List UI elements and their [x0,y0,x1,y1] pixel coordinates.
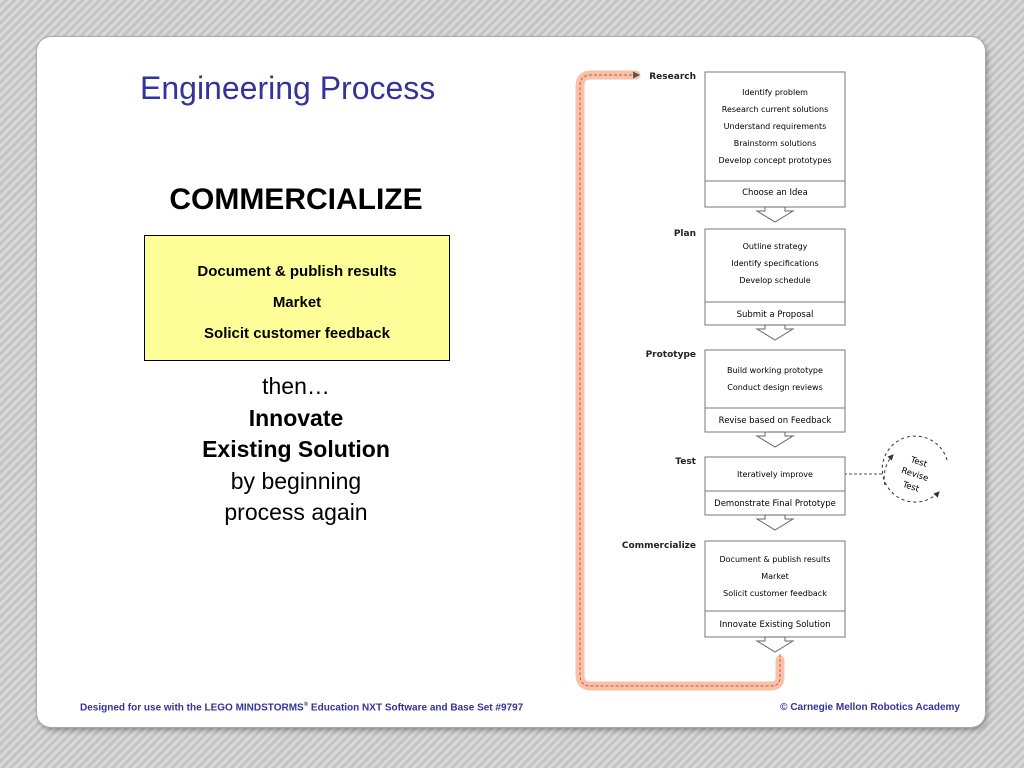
stage-summary-box: Document & publish results Market Solici… [144,235,450,361]
stage-gate-label: Submit a Proposal [737,310,814,320]
stage-gate-label: Demonstrate Final Prototype [714,499,836,509]
footer-credit-text: Designed for use with the LEGO MINDSTORM… [80,702,304,714]
stage-item: Solicit customer feedback [204,325,390,342]
stage-item: Identify specifications [731,259,818,268]
test-loop-label: Test [900,480,921,495]
slide-title: Engineering Process [140,70,436,106]
stage-item: Document & publish results [197,263,397,280]
stage-label-prototype: Prototype [646,350,696,360]
then-line: then… [262,373,330,399]
stage-item: Understand requirements [724,122,827,131]
stage-item: Build working prototype [727,366,823,375]
stage-item: Market [272,294,322,311]
stage-label-plan: Plan [674,229,696,239]
footer-credit-tail: Education NXT Software and Base Set #979… [308,702,524,714]
down-arrow-icon [755,636,795,653]
stage-gate-label: Revise based on Feedback [719,416,832,426]
stage-item: Iteratively improve [737,470,813,479]
stage-item: Develop concept prototypes [718,156,831,165]
stage-box-prototype [704,349,846,433]
down-arrow-icon [755,514,795,531]
slide: Engineering Process COMMERCIALIZE Docume… [37,37,985,727]
footer-credit: Designed for use with the LEGO MINDSTORM… [80,702,523,713]
test-revise-cycle-icon [881,435,948,503]
stage-heading: COMMERCIALIZE [169,183,423,216]
stage-label-commercialize: Commercialize [622,541,696,551]
stage-box-plan [704,228,846,326]
stage-label-research: Research [649,72,696,82]
test-loop-labels: Test Revise Test [900,455,930,495]
stage-item: Solicit customer feedback [723,589,827,598]
stage-item: Develop schedule [739,276,810,285]
down-arrow-icon [755,324,795,341]
return-loop-arrow [579,71,781,687]
stage-item: Identify problem [742,88,808,97]
then-line-bold: Existing Solution [202,436,390,462]
stage-box-commercialize [704,540,846,638]
down-arrow-icon [755,206,795,223]
stage-item: Document & publish results [719,555,830,564]
stage-box-research [704,71,846,208]
registered-mark: ® [303,702,309,708]
stage-gate-label: Choose an Idea [742,188,808,198]
stage-item: Research current solutions [722,105,829,114]
engineering-process-flowchart: Test Revise Test Research Identify probl… [575,70,948,691]
stage-gate-label: Innovate Existing Solution [720,620,831,630]
then-line-bold: Innovate [248,404,344,431]
footer-copyright: © Carnegie Mellon Robotics Academy [780,702,960,713]
stage-item: Outline strategy [743,242,808,251]
then-line: by beginning [230,467,362,494]
stage-box-test [704,456,846,516]
stage-item: Brainstorm solutions [734,139,817,148]
stage-item: Conduct design reviews [727,383,822,392]
stage-item: Market [761,572,789,581]
then-line: process again [224,499,368,525]
stage-label-test: Test [675,457,696,467]
down-arrow-icon [755,431,795,448]
test-revise-cycle-icon [883,454,894,486]
then-text: then… Innovate Existing Solution by begi… [140,371,452,529]
